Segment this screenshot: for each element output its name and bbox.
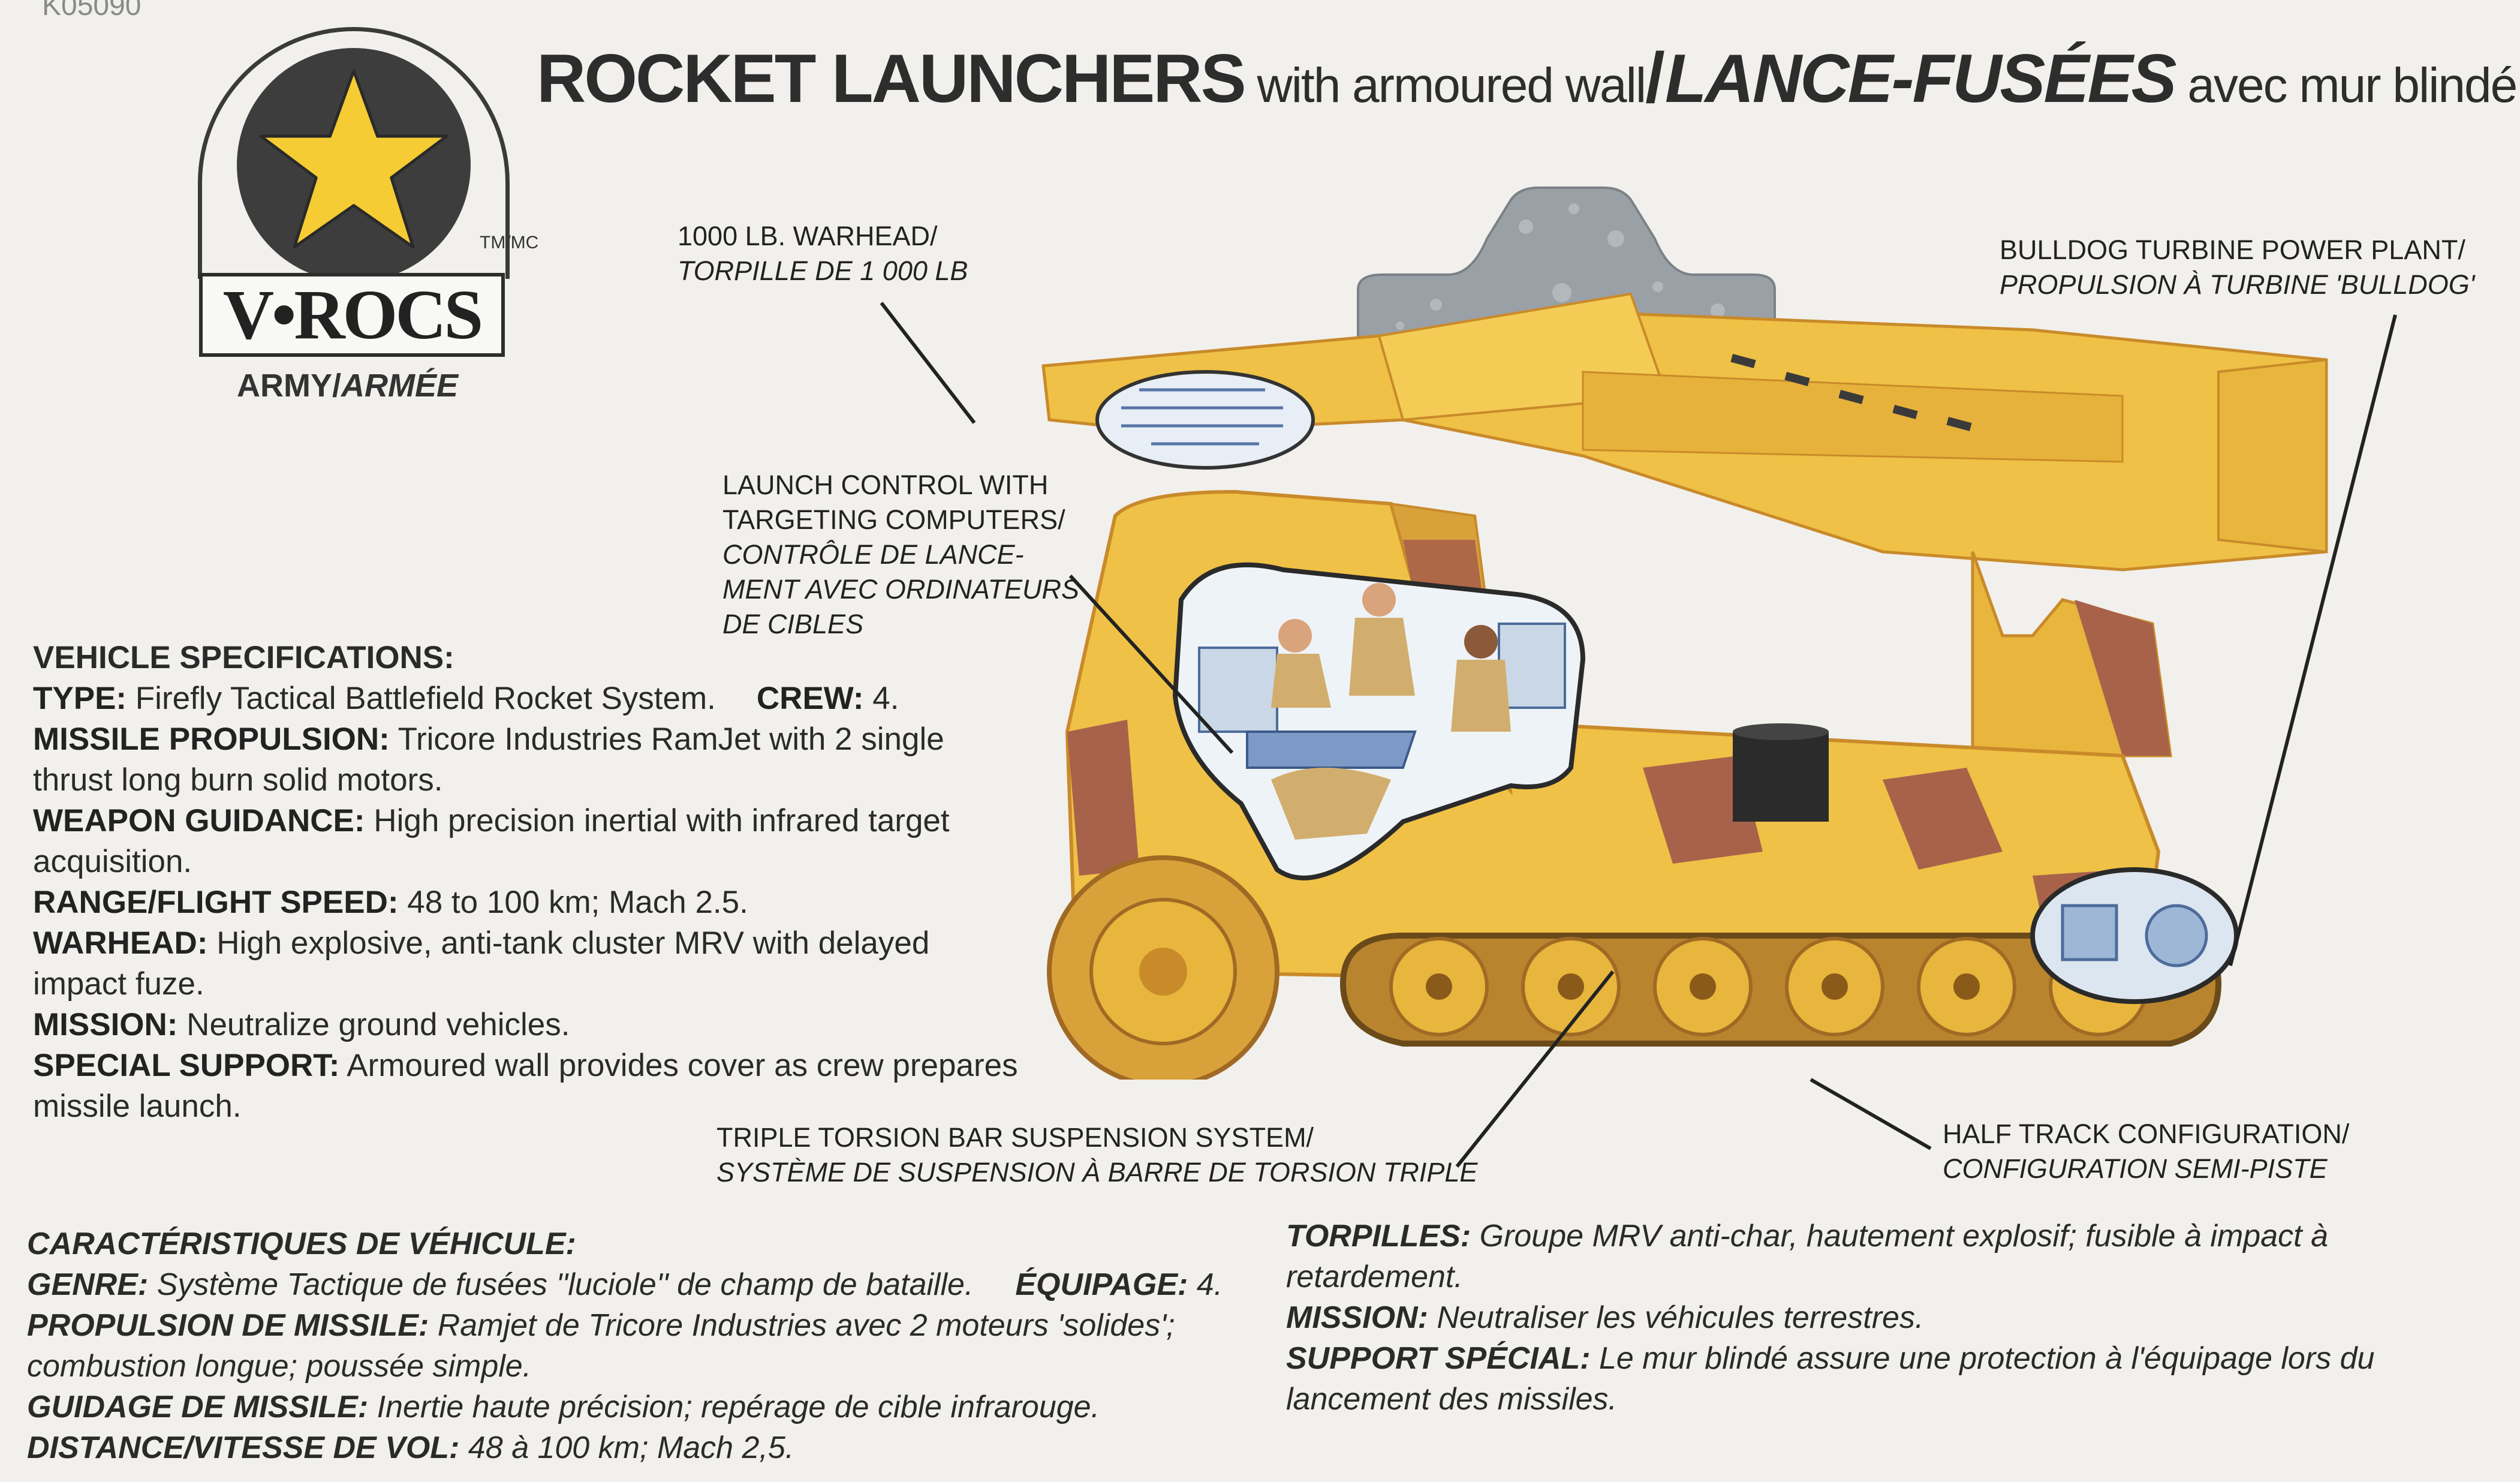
callout-half-track: HALF TRACK CONFIGURATION/CONFIGURATION S… <box>1943 1119 2350 1184</box>
spec-fr-torpilles: TORPILLES: Groupe MRV anti-char, hauteme… <box>1286 1219 2328 1253</box>
spec-guidance: WEAPON GUIDANCE: High precision inertial… <box>33 803 950 838</box>
engine-detail <box>2061 904 2208 967</box>
spec-warhead-cont: impact fuze. <box>33 966 204 1002</box>
crew-figures <box>1198 583 1566 840</box>
title-en-rest: with armoured wall <box>1244 58 1646 113</box>
title-separator: / <box>1645 38 1665 118</box>
spec-fr-mission: MISSION: Neutraliser les véhicules terre… <box>1286 1300 1924 1335</box>
vehicle-specifications-en: VEHICLE SPECIFICATIONS: TYPE: Firefly Ta… <box>33 638 1018 1127</box>
front-wheel <box>1047 855 1279 1080</box>
specs-fr-heading: CARACTÉRISTIQUES DE VÉHICULE: <box>27 1227 576 1261</box>
page-title: ROCKET LAUNCHERS with armoured wall/LANC… <box>537 37 2518 119</box>
spec-fr-range: DISTANCE/VITESSE DE VOL: 48 à 100 km; Ma… <box>27 1430 794 1465</box>
trademark-mark: TM/MC <box>480 233 539 252</box>
spec-fr-propulsion: PROPULSION DE MISSILE: Ramjet de Tricore… <box>27 1308 1175 1343</box>
vehicle-specifications-fr: CARACTÉRISTIQUES DE VÉHICULE: GENRE: Sys… <box>27 1224 1223 1468</box>
callout-warhead: 1000 LB. WARHEAD/TORPILLE DE 1 000 LB <box>678 221 968 286</box>
blister-cutout <box>1357 187 1776 342</box>
spec-range: RANGE/FLIGHT SPEED: 48 to 100 km; Mach 2… <box>33 885 748 920</box>
title-fr-bold: LANCE-FUSÉES <box>1664 41 2177 117</box>
spec-fr-propulsion-cont: combustion longue; poussée simple. <box>27 1349 532 1384</box>
spec-fr-genre: GENRE: Système Tactique de fusées ''luci… <box>27 1267 1223 1302</box>
title-en-bold: ROCKET LAUNCHERS <box>537 41 1247 117</box>
spec-fr-guidance: GUIDAGE DE MISSILE: Inertie haute précis… <box>27 1390 1100 1424</box>
spec-fr-support-cont: lancement des missiles. <box>1286 1382 1617 1417</box>
spec-fr-support: SUPPORT SPÉCIAL: Le mur blindé assure un… <box>1286 1341 2375 1376</box>
callout-launch-control: LAUNCH CONTROL WITH TARGETING COMPUTERS/… <box>722 470 1080 639</box>
spec-guidance-cont: acquisition. <box>33 844 192 879</box>
vehicle-specifications-fr-right: TORPILLES: Groupe MRV anti-char, hauteme… <box>1286 1216 2374 1420</box>
callout-suspension: TRIPLE TORSION BAR SUSPENSION SYSTEM/SYS… <box>716 1122 1478 1188</box>
vehicle-illustration <box>1041 292 2328 1080</box>
title-fr-rest: avec mur blindé <box>2175 58 2518 113</box>
spec-fr-torpilles-cont: retardement. <box>1286 1259 1463 1294</box>
spec-warhead: WARHEAD: High explosive, anti-tank clust… <box>33 925 930 961</box>
category-label: ARMY/ARMÉE <box>237 368 459 404</box>
spec-propulsion-cont: thrust long burn solid motors. <box>33 762 443 798</box>
callout-turbine: BULLDOG TURBINE POWER PLANT/PROPULSION À… <box>2000 235 2475 300</box>
spec-propulsion: MISSILE PROPULSION: Tricore Industries R… <box>33 722 944 757</box>
brand-logo: V•ROCS <box>199 273 505 357</box>
spec-support: SPECIAL SUPPORT: Armoured wall provides … <box>33 1048 1018 1083</box>
product-code: K05090 <box>42 0 141 22</box>
spec-support-cont: missile launch. <box>33 1089 242 1124</box>
spec-type: TYPE: Firefly Tactical Battlefield Rocke… <box>33 681 899 716</box>
star-icon <box>259 69 448 249</box>
spec-mission: MISSION: Neutralize ground vehicles. <box>33 1007 570 1042</box>
specs-heading: VEHICLE SPECIFICATIONS: <box>33 640 454 675</box>
